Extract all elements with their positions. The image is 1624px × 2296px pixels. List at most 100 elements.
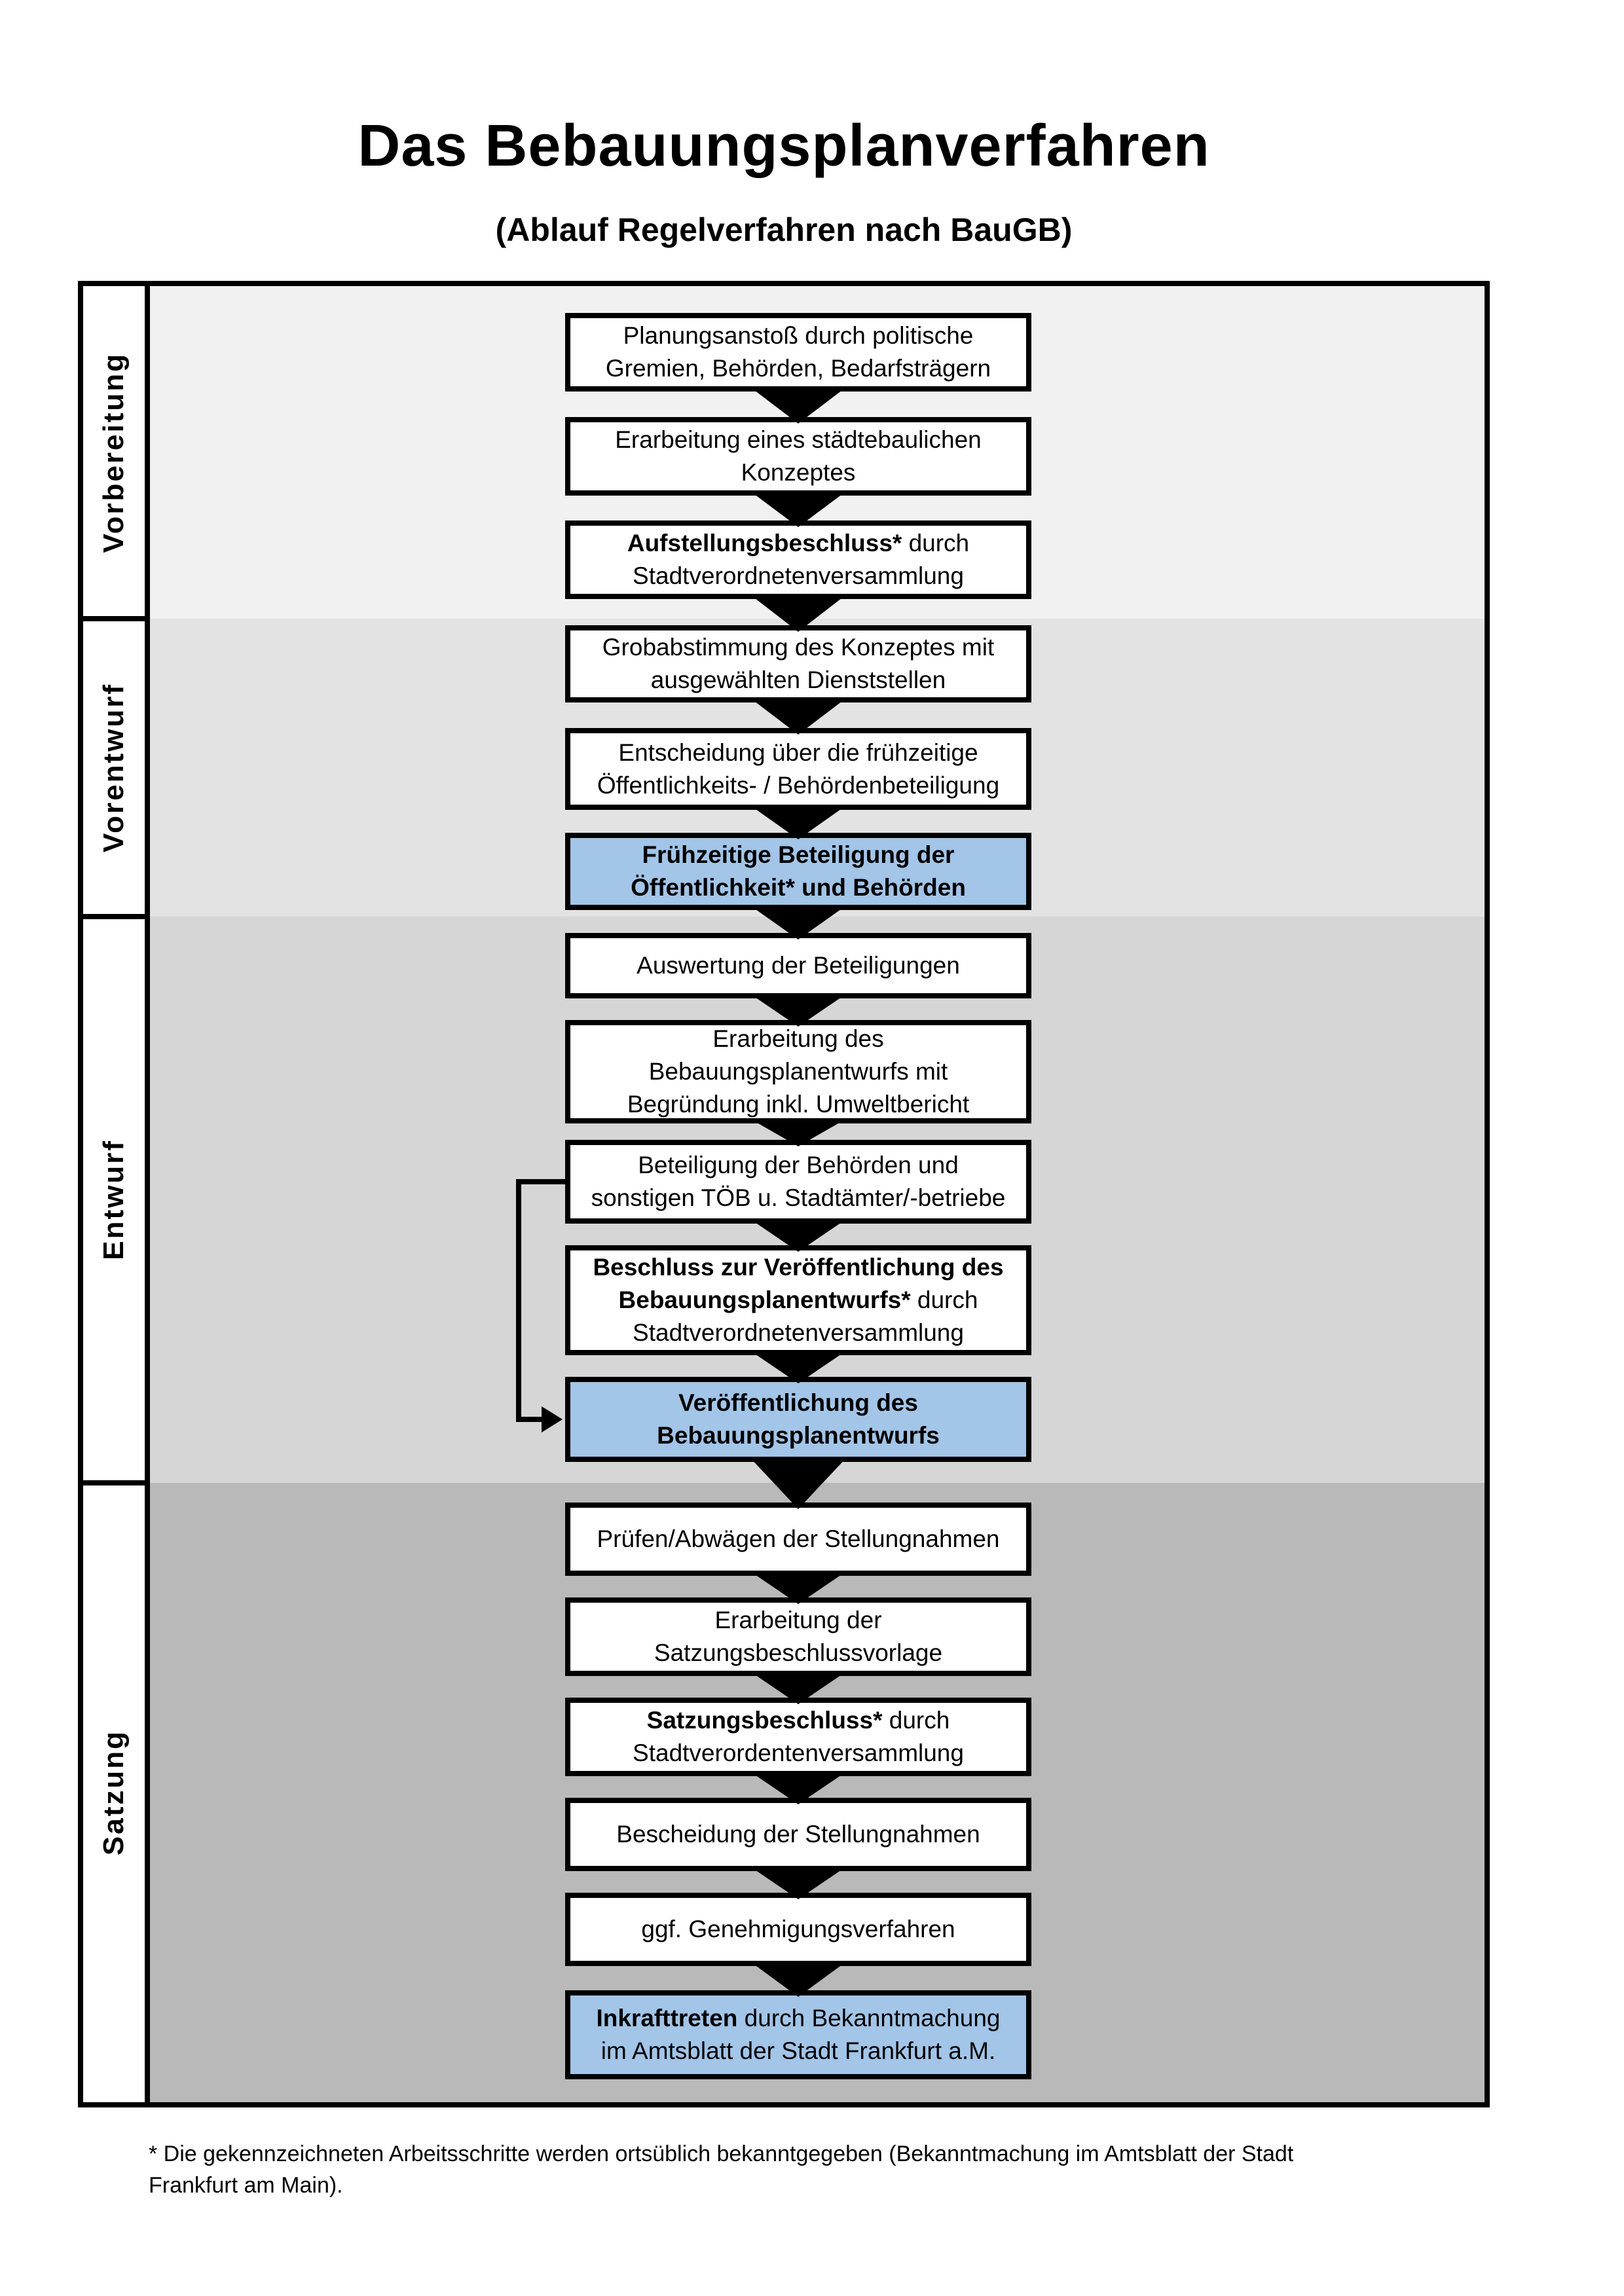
process-step: Auswertung der Beteiligungen [565, 933, 1031, 998]
process-step: ggf. Genehmigungsverfahren [565, 1893, 1031, 1966]
process-step-text: Satzungsbeschluss* [646, 1707, 883, 1734]
process-step-text: Gremien, Behörden, Bedarfsträgern [605, 355, 991, 382]
phase-column-divider [145, 286, 150, 2102]
phase-label-cell: Satzung [83, 1483, 145, 2102]
process-step-text: Entscheidung über die frühzeitige [618, 738, 978, 766]
process-step-line: Stadtverordnetenversammlung [633, 1317, 964, 1349]
process-step-line: Planungsanstoß durch politische [623, 319, 974, 352]
phase-label-cell: Entwurf [83, 917, 145, 1483]
process-step-line: Satzungsbeschlussvorlage [654, 1637, 942, 1669]
process-step-line: Öffentlichkeit* und Behörden [631, 871, 966, 904]
bracket-connector-vertical [516, 1179, 521, 1422]
process-step-text: Satzungsbeschlussvorlage [654, 1639, 943, 1666]
process-step-text: sonstigen TÖB u. Stadtämter/-betriebe [591, 1184, 1006, 1211]
process-step-line: Grobabstimmung des Konzeptes mit [602, 631, 994, 664]
process-step-text: Frühzeitige Beteiligung der [642, 841, 955, 868]
process-step-line: Stadtverordentenversammlung [633, 1737, 964, 1770]
process-step-line: im Amtsblatt der Stadt Frankfurt a.M. [601, 2035, 995, 2068]
phase-label-cell: Vorbereitung [83, 286, 145, 619]
process-step-line: Inkrafttreten durch Bekanntmachung [597, 2002, 1001, 2035]
process-step-text: ggf. Genehmigungsverfahren [641, 1916, 955, 1942]
process-step-text: Beschluss zur Veröffentlichung des [593, 1254, 1004, 1281]
process-step-text: Grobabstimmung des Konzeptes mit [602, 634, 995, 661]
process-step-text: Öffentlichkeits- / Behördenbeteiligung [597, 771, 1000, 799]
process-step-text: durch [902, 530, 970, 556]
flow-arrow-down-icon [749, 594, 847, 632]
process-step-text: Inkrafttreten [596, 2005, 738, 2032]
page-title: Das Bebauungsplanverfahren [358, 113, 1210, 179]
process-step-text: Bebauungsplanentwurfs* [618, 1286, 911, 1313]
process-step: Beteiligung der Behörden und sonstigen TÖ… [565, 1140, 1031, 1224]
phase-label: Vorentwurf [98, 683, 130, 852]
process-step-line: Satzungsbeschluss* durch [647, 1704, 950, 1737]
process-step-line: Beteiligung der Behörden und [638, 1149, 959, 1182]
flow-arrow-down-icon [749, 1118, 847, 1146]
process-step-line: Auswertung der Beteiligungen [637, 949, 960, 982]
process-step-text: Stadtverordnetenversammlung [633, 1319, 964, 1346]
process-step-line: Erarbeitung eines städtebaulichen [615, 424, 982, 456]
bracket-connector-bottom [516, 1417, 545, 1422]
process-step-line: ggf. Genehmigungsverfahren [641, 1913, 955, 1946]
phase-separator-line [83, 616, 150, 621]
process-step-line: Stadtverordnetenversammlung [633, 560, 964, 592]
process-step-line: Bebauungsplanentwurfs mit [649, 1055, 948, 1088]
process-step-line: ausgewählten Dienststellen [651, 664, 946, 697]
process-step-text: durch [910, 1286, 978, 1313]
process-step-text: Prüfen/Abwägen der Stellungnahmen [597, 1525, 1000, 1552]
bracket-arrow-icon [542, 1406, 563, 1432]
process-step-line: Erarbeitung des [712, 1023, 883, 1055]
process-step-line: Beschluss zur Veröffentlichung des [593, 1251, 1003, 1284]
process-step-line: sonstigen TÖB u. Stadtämter/-betriebe [591, 1182, 1006, 1214]
process-step-line: Konzeptes [741, 456, 856, 489]
process-step-text: Begründung inkl. Umweltbericht [627, 1091, 970, 1118]
process-step-text: Öffentlichkeit* und Behörden [631, 874, 966, 901]
phase-label: Vorbereitung [98, 352, 130, 553]
process-step-line: Veröffentlichung des [678, 1387, 918, 1419]
process-step-line: Begründung inkl. Umweltbericht [627, 1088, 969, 1121]
flow-arrow-down-icon [749, 1866, 847, 1899]
process-step-line: Entscheidung über die frühzeitige [618, 737, 978, 769]
flow-arrow-down-icon [749, 1671, 847, 1704]
flow-arrow-down-icon [749, 1218, 847, 1252]
phase-label-cell: Vorentwurf [83, 619, 145, 917]
phase-separator-line [83, 914, 150, 919]
process-step-line: Bebauungsplanentwurfs [657, 1419, 940, 1452]
process-step-text: Planungsanstoß durch politische [623, 322, 974, 349]
process-step-line: Aufstellungsbeschluss* durch [627, 527, 969, 560]
flow-arrow-down-icon [749, 1571, 847, 1604]
flow-arrow-down-icon [749, 490, 847, 527]
process-step-text: durch Bekanntmachung [737, 2005, 1001, 2032]
process-step-text: Stadtverordentenversammlung [633, 1740, 964, 1766]
process-step-line: Gremien, Behörden, Bedarfsträgern [606, 352, 991, 385]
process-step-text: Bescheidung der Stellungnahmen [616, 1821, 980, 1848]
flow-arrow-down-icon [749, 905, 847, 939]
process-step-text: durch [882, 1707, 950, 1734]
process-step-line: Bebauungsplanentwurfs* durch [619, 1284, 978, 1317]
flow-arrow-down-icon [749, 1771, 847, 1804]
phase-separator-line [83, 1480, 150, 1485]
phase-label: Satzung [98, 1729, 130, 1856]
process-step-text: Bebauungsplanentwurfs mit [648, 1058, 948, 1085]
process-step-line: Erarbeitung der [714, 1604, 881, 1637]
flow-arrow-down-icon [749, 805, 847, 839]
process-step-line: Öffentlichkeits- / Behördenbeteiligung [597, 769, 999, 802]
process-step-text: Aufstellungsbeschluss* [627, 530, 902, 556]
flow-arrow-down-icon [749, 386, 847, 424]
process-step-text: ausgewählten Dienststellen [650, 666, 946, 693]
flow-arrow-down-icon [749, 1457, 847, 1509]
process-step-line: Bescheidung der Stellungnahmen [616, 1818, 980, 1851]
process-step-text: Beteiligung der Behörden und [638, 1152, 959, 1178]
process-step: Prüfen/Abwägen der Stellungnahmen [565, 1503, 1031, 1576]
process-step: Bescheidung der Stellungnahmen [565, 1798, 1031, 1871]
process-step-text: Erarbeitung des [712, 1025, 884, 1052]
